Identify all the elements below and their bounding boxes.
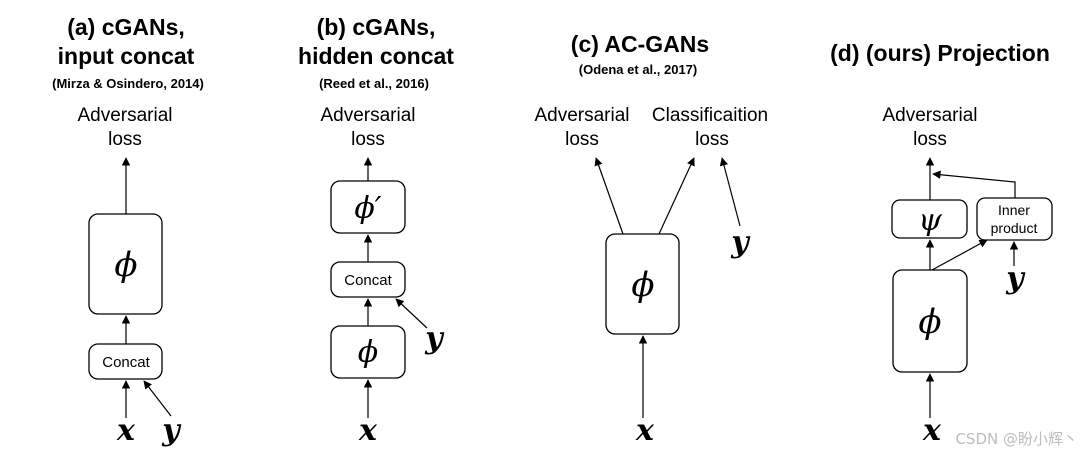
panel-c-input-x: x bbox=[635, 413, 655, 448]
panel-a-output-line2: loss bbox=[108, 129, 142, 150]
panel-c-phi-box bbox=[605, 233, 680, 335]
panel-b-output-line2: loss bbox=[351, 129, 385, 150]
panel-c-phi-symbol: ϕ bbox=[631, 265, 654, 305]
panel-b: (b) cGANs, hidden concat (Reed et al., 2… bbox=[298, 14, 454, 448]
panel-c-output2-line1: Classificaition bbox=[652, 105, 768, 126]
panel-a-input-x: x bbox=[116, 413, 136, 448]
panel-c-arrow-y-to-cls-loss bbox=[719, 157, 741, 227]
panel-d-arrow-inner-to-loss bbox=[932, 170, 1016, 198]
panel-b-concat-label: Concat bbox=[344, 272, 392, 289]
panel-b-phiprime-symbol: ϕ′ bbox=[354, 191, 381, 226]
panel-d: (d) (ours) Projection Adversarial loss ψ… bbox=[830, 40, 1053, 448]
panel-b-concat-box bbox=[330, 261, 406, 298]
panel-c: (c) AC-GANs (Odena et al., 2017) Adversa… bbox=[534, 31, 768, 448]
panel-b-phi-box bbox=[330, 325, 406, 379]
panel-d-psi-box bbox=[891, 199, 968, 239]
panel-b-citation: (Reed et al., 2016) bbox=[319, 76, 429, 91]
panel-d-output-line1: Adversarial bbox=[882, 105, 977, 126]
panel-d-output-line2: loss bbox=[913, 129, 947, 150]
panel-c-arrow-phi-to-cls-loss bbox=[658, 157, 695, 235]
panel-b-title-line1: (b) cGANs, bbox=[317, 14, 436, 40]
panel-c-output1-line1: Adversarial bbox=[534, 105, 629, 126]
panel-a-input-y: y bbox=[161, 413, 182, 448]
panel-a-citation: (Mirza & Osindero, 2014) bbox=[52, 76, 204, 91]
panel-a: (a) cGANs, input concat (Mirza & Osinder… bbox=[52, 14, 204, 448]
panel-a-title-line2: input concat bbox=[58, 43, 195, 69]
panel-d-phi-box bbox=[892, 269, 968, 373]
panel-b-title-line2: hidden concat bbox=[298, 43, 454, 69]
panel-d-input-x: x bbox=[922, 413, 942, 448]
panel-c-output2-line2: loss bbox=[695, 129, 729, 150]
panel-b-arrow-y-to-concat bbox=[395, 298, 428, 329]
panel-d-psi-symbol: ψ bbox=[918, 203, 942, 238]
panel-d-input-y: y bbox=[1005, 261, 1026, 296]
panel-d-inner-line2: product bbox=[991, 220, 1038, 236]
panel-c-arrow-phi-to-adv-loss bbox=[594, 157, 624, 235]
panel-a-phi-symbol: ϕ bbox=[114, 245, 137, 285]
panel-a-arrow-y-to-concat bbox=[143, 380, 172, 417]
panel-b-input-x: x bbox=[358, 413, 378, 448]
panel-b-phiprime-box bbox=[330, 180, 406, 234]
panel-d-title: (d) (ours) Projection bbox=[830, 40, 1050, 66]
panel-a-concat-box bbox=[88, 343, 163, 380]
panel-d-phi-symbol: ϕ bbox=[918, 302, 941, 342]
panel-c-citation: (Odena et al., 2017) bbox=[579, 62, 698, 77]
panel-d-inner-line1: Inner bbox=[998, 202, 1030, 218]
panel-a-title-line1: (a) cGANs, bbox=[67, 14, 185, 40]
panel-a-phi-box bbox=[88, 213, 163, 315]
panel-c-output1-line2: loss bbox=[565, 129, 599, 150]
panel-c-input-y: y bbox=[730, 225, 751, 260]
panel-d-arrow-phi-to-inner bbox=[931, 239, 988, 271]
watermark: CSDN @盼小辉丶 bbox=[955, 430, 1078, 448]
panel-d-inner-product-box bbox=[976, 197, 1053, 241]
panel-b-input-y: y bbox=[424, 321, 445, 356]
panel-c-title: (c) AC-GANs bbox=[571, 31, 709, 57]
panel-a-concat-label: Concat bbox=[102, 354, 150, 371]
panel-b-output-line1: Adversarial bbox=[320, 105, 415, 126]
panel-b-phi-symbol: ϕ bbox=[358, 335, 378, 370]
panel-a-output-line1: Adversarial bbox=[77, 105, 172, 126]
